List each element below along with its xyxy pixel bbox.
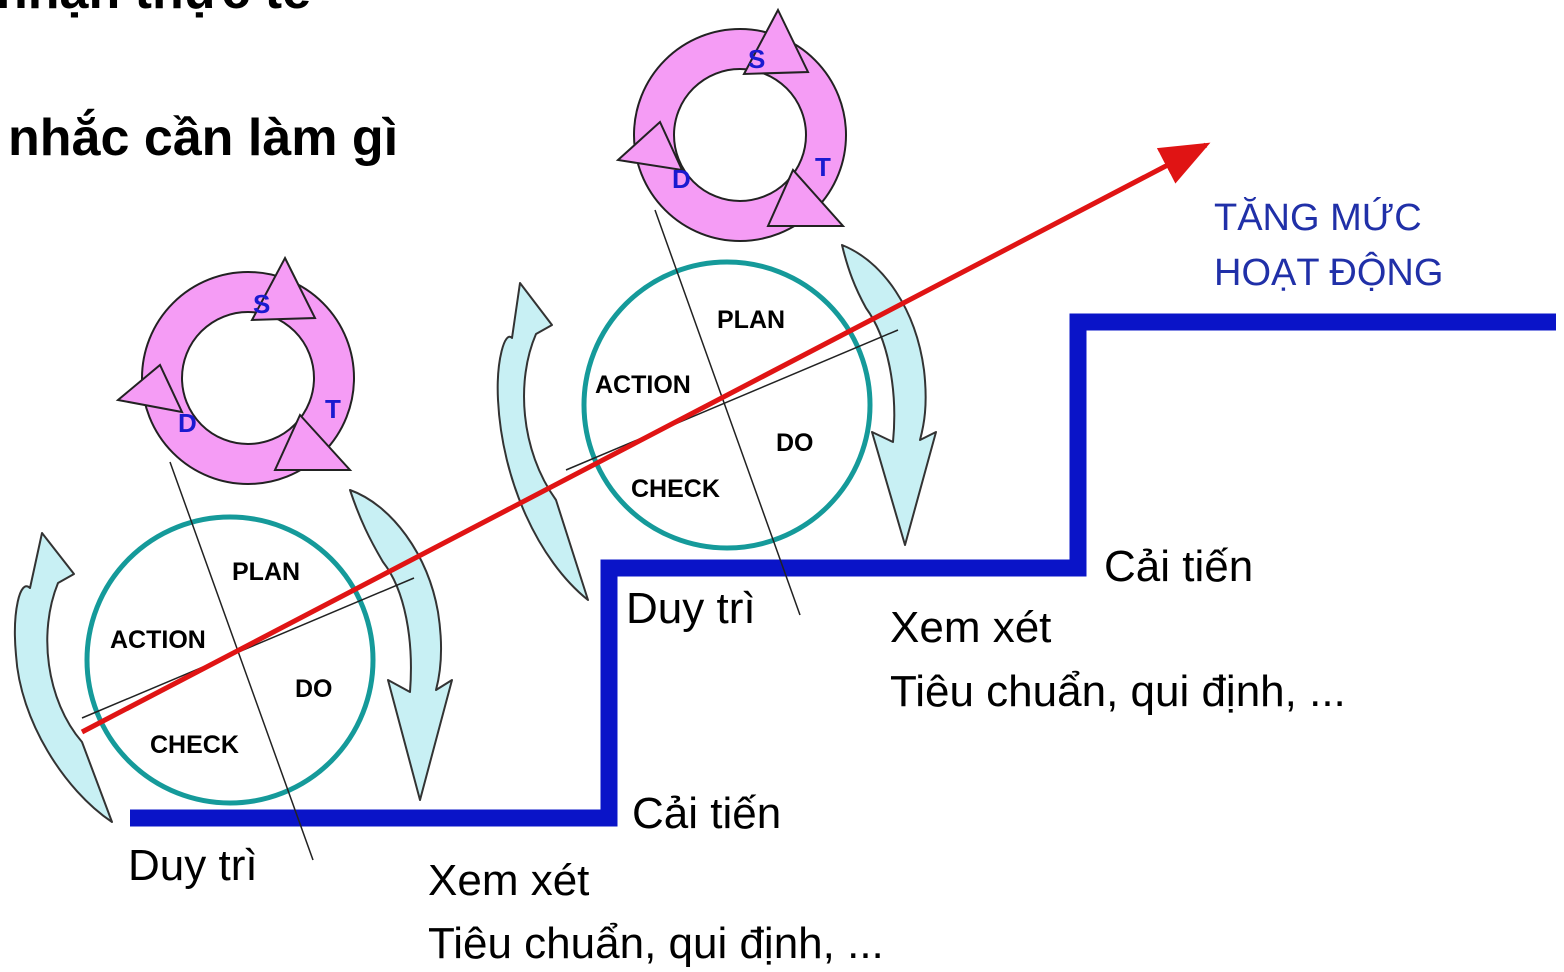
sdt-ring-left: S D T	[115, 255, 355, 485]
pdca-cycle-left: PLAN ACTION DO CHECK S D T	[13, 255, 453, 861]
pdca-action-right: ACTION	[595, 371, 691, 399]
sdt-d-left: D	[178, 408, 197, 438]
label-improve-upper: Cải tiến	[1104, 542, 1253, 591]
sdt-arrowhead-right-3	[615, 120, 684, 172]
label-review-lower: Xem xét	[428, 856, 589, 905]
heading-line-1: nhận thực tế	[0, 0, 311, 20]
sdt-arrowhead-right-2	[766, 168, 846, 227]
sdt-arrowhead-right-1	[742, 7, 810, 76]
rotation-arrow-right-cycle-right	[841, 244, 937, 546]
pdca-check-right: CHECK	[631, 475, 720, 503]
label-maintain-upper: Duy trì	[626, 584, 756, 633]
pdca-divider-left-1	[169, 461, 314, 861]
pdca-action-left: ACTION	[110, 626, 206, 654]
pdca-cycle-right: PLAN ACTION DO CHECK S D T	[496, 7, 937, 616]
sdt-s-right: S	[748, 44, 765, 74]
improvement-staircase	[130, 313, 1556, 827]
heading-line-2: nhắc cần làm gì	[8, 108, 398, 167]
target-label-line-1: TĂNG MỨC	[1214, 196, 1422, 239]
sdt-arrowhead-left-2	[273, 413, 353, 471]
label-standards-upper: Tiêu chuẩn, qui định, ...	[890, 667, 1346, 716]
sdt-arrowhead-left-1	[250, 255, 317, 322]
rotation-arrow-right-outer	[349, 489, 453, 801]
target-label-line-2: HOẠT ĐỘNG	[1214, 250, 1443, 294]
label-maintain-lower: Duy trì	[128, 841, 258, 890]
sdt-arrowhead-left-3	[115, 363, 184, 414]
sdt-t-right: T	[815, 152, 831, 182]
pdca-circle-right	[581, 259, 873, 551]
rotation-arrow-left-outer	[13, 532, 113, 823]
pdca-divider-right-1	[654, 209, 801, 616]
pdca-check-left: CHECK	[150, 731, 239, 759]
sdt-d-right: D	[672, 164, 691, 194]
sdt-s-left: S	[253, 289, 270, 319]
label-improve-lower: Cải tiến	[632, 789, 781, 838]
pdca-do-right: DO	[776, 429, 814, 457]
pdca-divider-right-2	[565, 329, 899, 471]
sdt-ring-right: S D T	[615, 7, 847, 242]
trend-arrow	[80, 142, 1211, 735]
pdca-plan-left: PLAN	[232, 558, 300, 586]
rotation-arrow-right-cycle-left	[496, 282, 589, 601]
pdca-circle-left	[84, 514, 376, 806]
sdt-t-left: T	[325, 394, 341, 424]
pdca-do-left: DO	[295, 675, 333, 703]
label-standards-lower: Tiêu chuẩn, qui định, ...	[428, 919, 884, 968]
pdca-plan-right: PLAN	[717, 306, 785, 334]
label-review-upper: Xem xét	[890, 603, 1051, 652]
